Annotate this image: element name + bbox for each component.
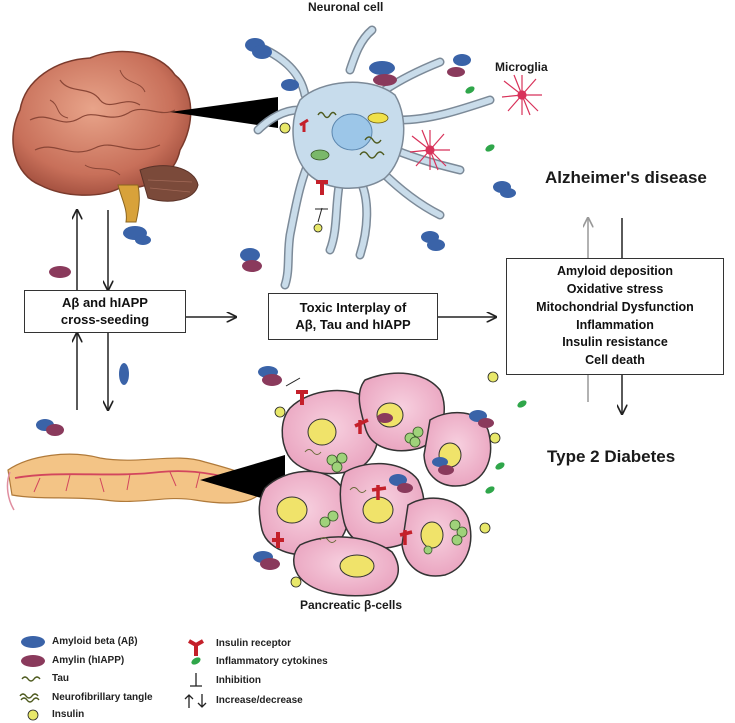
tau-icon: [21, 676, 41, 682]
outcome-item: Inflammation: [576, 317, 654, 332]
legend-icons: [19, 636, 207, 721]
pancreatic-cells-illustration: [258, 372, 492, 597]
increase-decrease-icon: [184, 694, 207, 708]
legend-amyloid-beta: Amyloid beta (Aβ): [52, 636, 138, 647]
amylin-icon: [21, 655, 45, 667]
amyloid-beta-icon: [21, 636, 45, 648]
cross-seeding-box: Aβ and hIAPP cross-seeding: [24, 290, 186, 333]
outcome-item: Oxidative stress: [566, 282, 664, 296]
insulin-icon: [27, 709, 39, 721]
brain-illustration: [12, 50, 199, 223]
pancreas-receptors: [272, 377, 413, 548]
legend-cytokines: Inflammatory cytokines: [216, 656, 328, 667]
legend-tau: Tau: [52, 673, 70, 684]
cytokine-icon: [191, 657, 201, 665]
outcome-item: Amyloid deposition: [557, 264, 673, 279]
toxic-line2: Aβ, Tau and hIAPP: [295, 316, 411, 332]
microglia-illustration: [409, 74, 542, 171]
toxic-interplay-box: Toxic Interplay of Aβ, Tau and hIAPP: [268, 293, 438, 340]
outcome-item: Insulin resistance: [562, 335, 668, 350]
insulin-granules: [274, 371, 501, 588]
toxic-line1: Toxic Interplay of: [299, 300, 407, 316]
tangle-icon: [19, 693, 40, 703]
outcome-item: Mitochondrial Dysfunction: [536, 299, 694, 314]
pancreatic-cells-label: Pancreatic β-cells: [300, 598, 403, 612]
outcomes-box: Amyloid deposition Oxidative stress Mito…: [506, 258, 724, 375]
legend-insulin-receptor: Insulin receptor: [216, 638, 292, 649]
pancreas-illustration: [6, 453, 263, 511]
alzheimers-label: Alzheimer's disease: [545, 168, 707, 187]
microglia-label: Microglia: [495, 60, 548, 74]
legend-insulin: Insulin: [52, 709, 85, 720]
cytokines-pancreas: [485, 400, 527, 494]
cytokines-neuron: [465, 86, 495, 152]
zoom-wedge-brain: [170, 97, 278, 128]
legend-increase-decrease: Increase/decrease: [216, 695, 303, 706]
amyloid-clusters-neuron: [36, 38, 516, 436]
legend-tangle: Neurofibrillary tangle: [52, 692, 153, 703]
legend-amylin: Amylin (hIAPP): [52, 655, 125, 666]
neuron-illustration: [250, 25, 495, 290]
cross-seeding-line1: Aβ and hIAPP: [62, 295, 148, 311]
inhibition-icon: [190, 673, 202, 687]
amyloid-clusters-pancreas: [253, 366, 494, 570]
legend-inhibition: Inhibition: [216, 675, 261, 686]
type2-diabetes-label: Type 2 Diabetes: [547, 447, 676, 466]
outcome-item: Cell death: [585, 353, 645, 367]
neuronal-cell-label: Neuronal cell: [308, 0, 384, 14]
insulin-receptor-icon: [188, 639, 204, 656]
cross-seeding-line2: cross-seeding: [60, 311, 150, 327]
